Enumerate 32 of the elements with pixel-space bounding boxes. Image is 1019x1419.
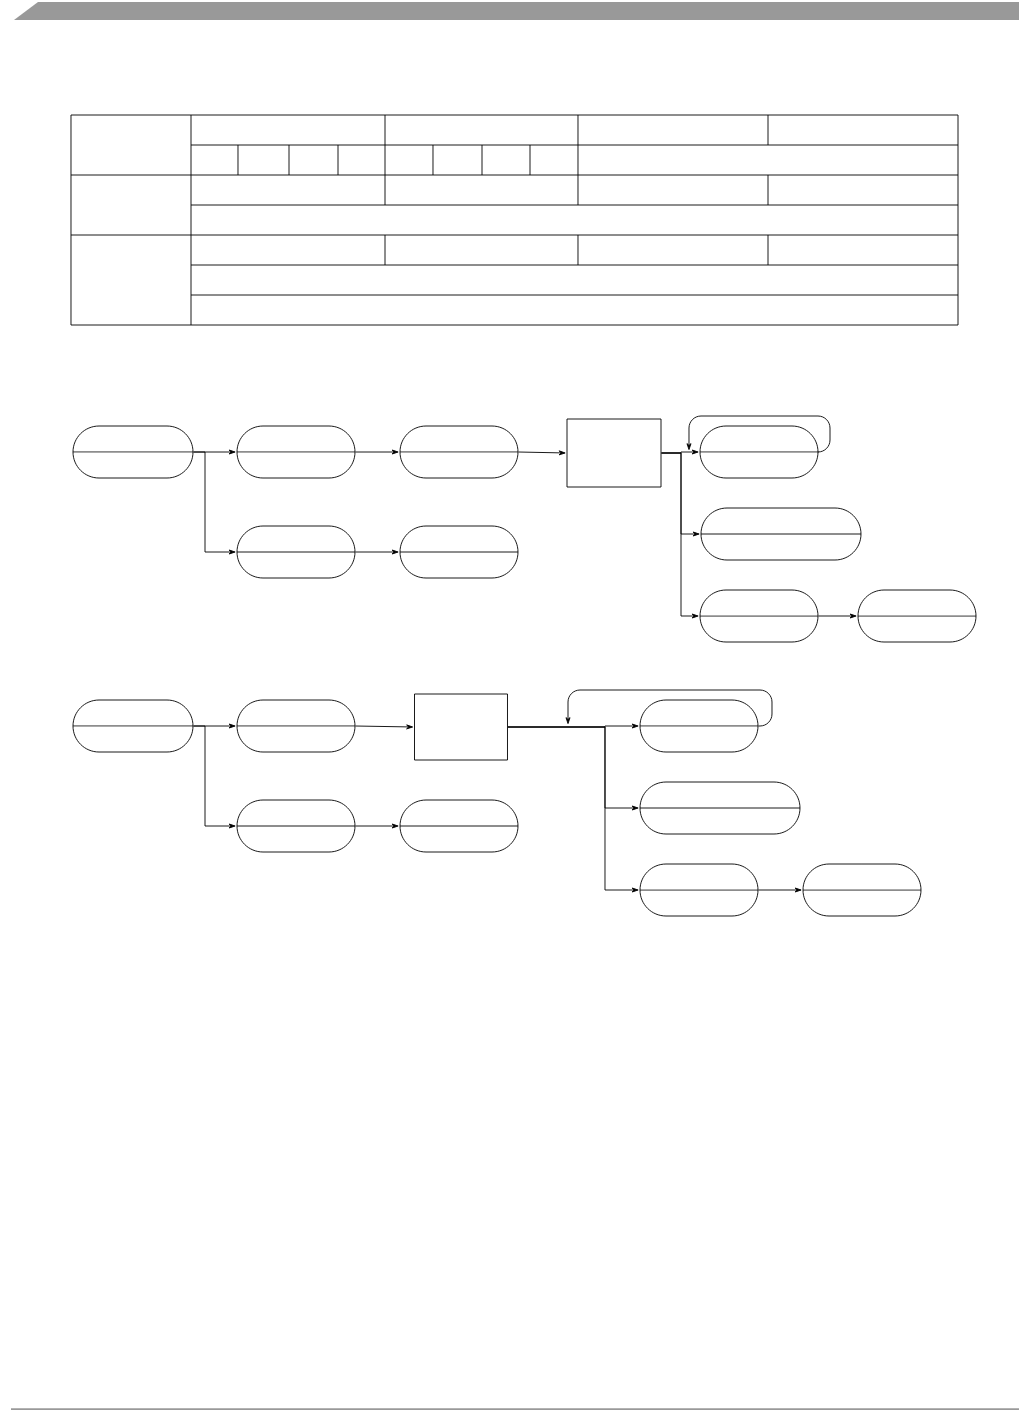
arrow [818, 613, 857, 619]
arrow [565, 689, 773, 727]
arrow [355, 724, 414, 730]
capsule-node [236, 799, 356, 853]
capsule-node [639, 863, 759, 917]
capsule-node [700, 507, 862, 561]
capsule-node [72, 699, 194, 753]
capsule-node [399, 799, 519, 853]
capsule-node [699, 589, 819, 643]
arrow [661, 452, 699, 619]
capsule-node [802, 863, 922, 917]
arrow [507, 726, 639, 893]
arrow [518, 450, 566, 456]
capsule-node [399, 425, 519, 479]
capsule-node [639, 699, 759, 753]
process-box [414, 693, 508, 761]
arrow [758, 887, 802, 893]
arrow [193, 725, 236, 829]
arrow [355, 823, 399, 829]
process-box [566, 418, 662, 488]
arrow [355, 549, 399, 555]
capsule-node [399, 525, 519, 579]
capsule-node [236, 525, 356, 579]
capsule-node [699, 425, 819, 479]
capsule-node [236, 699, 356, 753]
capsule-node [72, 425, 194, 479]
arrow [193, 451, 236, 555]
arrow [686, 415, 831, 453]
arrow [355, 449, 399, 455]
capsule-node [857, 589, 977, 643]
capsule-node [236, 425, 356, 479]
capsule-node [639, 781, 801, 835]
